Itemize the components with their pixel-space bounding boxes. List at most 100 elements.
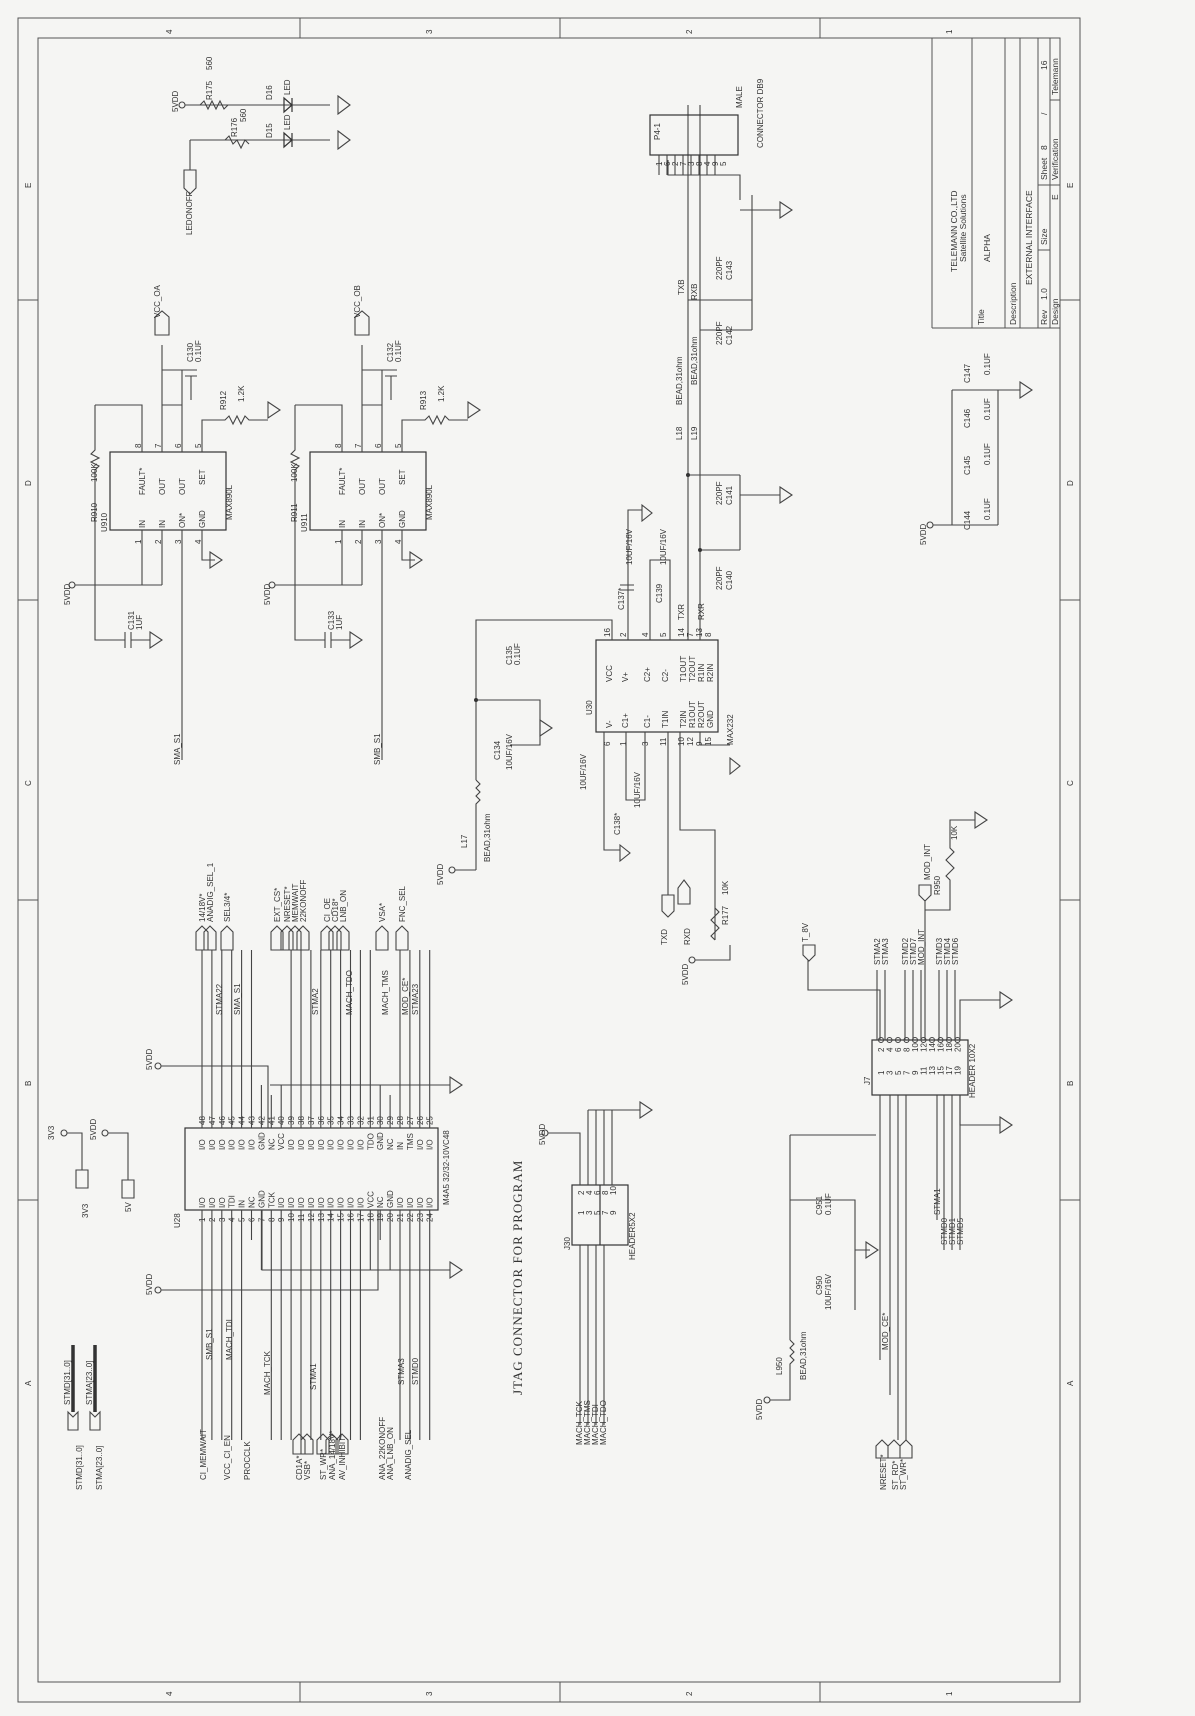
pin-name: TMS: [406, 1133, 415, 1150]
pin-name: I/O: [307, 1139, 316, 1150]
pin-name: I/O: [277, 1197, 286, 1208]
pin-name: I/O: [356, 1139, 365, 1150]
sheet-number: 8: [1039, 145, 1049, 150]
jtag-connector: JTAG CONNECTOR FOR PROGRAM J30 HEADER5X2…: [510, 1100, 653, 1445]
pin-name: I/O: [198, 1139, 207, 1150]
pin-number: 12: [686, 737, 695, 746]
pin-number: 10: [677, 737, 686, 746]
port-label: ANA_22KONOFF: [378, 1417, 387, 1480]
net-label: STMA22: [215, 983, 224, 1015]
col-label: 4: [165, 1691, 174, 1696]
row-label: A: [1066, 1380, 1075, 1386]
size-label: Size: [1039, 228, 1049, 245]
pin-name: GND: [198, 510, 207, 528]
value-label: 560: [239, 108, 248, 122]
net-label: SMA_S1: [173, 733, 182, 765]
pin-number: 3: [886, 1070, 895, 1075]
pin-name: V-: [605, 720, 614, 728]
net-label: MACH_TDI: [225, 1319, 234, 1360]
net-label: STMD6: [951, 937, 960, 965]
ref-label: C142: [725, 325, 734, 345]
value-label: 0.1UF: [983, 398, 992, 420]
sheet-frame: 4 3 2 1 4 3 2 1 E D C B A E D C B A: [17, 17, 1081, 1703]
u30-max232: U30 MAX232 VCCV-166V+C1+21C2+C1-43C2-T1I…: [436, 105, 780, 985]
value-label: 0.1UF: [513, 643, 522, 665]
row-label: D: [1066, 480, 1075, 486]
pin-number: 16: [937, 1043, 946, 1052]
ref-label: R950: [933, 875, 942, 895]
value-label: 1UF: [335, 615, 344, 630]
pin-name: I/O: [337, 1139, 346, 1150]
port-label: 5V: [124, 1202, 133, 1212]
power-symbols: 3V3 5VDD 3V3 5V: [47, 1118, 135, 1218]
ref-label: R910: [90, 502, 99, 522]
pin-number: 10: [609, 1186, 618, 1195]
port-label: MOD_INT: [923, 844, 932, 880]
decoupling-caps: 5VDD C144 0.1UF C145 0.1UF C146 0.1UF C1…: [919, 353, 1033, 545]
pin-number: 8: [334, 443, 343, 448]
net-label: MACH_TDO: [345, 970, 354, 1015]
verifier: Telemann: [1050, 58, 1060, 95]
pin-name: R2IN: [706, 664, 715, 682]
wire: [336, 925, 350, 951]
pin-number: 1: [877, 1070, 886, 1075]
pin-name: I/O: [198, 1197, 207, 1208]
col-label: 3: [425, 1691, 434, 1696]
pin-name: NC: [386, 1138, 395, 1150]
pin-number: 5: [894, 1070, 903, 1075]
pin-name: I/O: [297, 1139, 306, 1150]
pin-number: 5: [719, 161, 728, 166]
vdd-label: 5VDD: [538, 1123, 547, 1145]
pin-name: VCC: [277, 1133, 286, 1150]
wire: [75, 310, 281, 760]
pin-name: C2+: [643, 667, 652, 682]
pin-number: 7: [154, 443, 163, 448]
ref-label: C144: [963, 510, 972, 530]
vdd-label: 5VDD: [681, 963, 690, 985]
pin-name: TDI: [228, 1195, 237, 1208]
row-label: B: [1066, 1081, 1075, 1086]
value-label: 10UF/16V: [824, 1273, 833, 1310]
net-label: STMA2: [311, 988, 320, 1015]
net-label: SMB_S1: [205, 1328, 214, 1360]
value-label: 10UF/16V: [625, 528, 634, 565]
verification-label: Verification: [1050, 138, 1060, 180]
port-label: MEMWAIT: [291, 884, 300, 922]
port-label: AV_INHIBIT*: [338, 1434, 347, 1480]
bus-label: STMD[31..0]: [75, 1445, 84, 1490]
value-label: 1UF: [135, 615, 144, 630]
description-value: EXTERNAL INTERFACE: [1024, 190, 1034, 285]
ref-label: J7: [863, 1076, 872, 1085]
net-label: MACH_TMS: [381, 970, 390, 1015]
ref-label: U911: [300, 513, 309, 532]
pin-name: I/O: [317, 1197, 326, 1208]
value-label: 220PF: [715, 256, 724, 280]
vdd-label: 5VDD: [919, 523, 928, 545]
port-label: ST_RD*: [891, 1461, 900, 1490]
vdd-terminal: [68, 581, 76, 589]
net-label: RXB: [690, 284, 699, 300]
bus-label: STMA[23..0]: [95, 1446, 104, 1490]
ic-body: [109, 451, 227, 531]
port-label: VSA*: [378, 903, 387, 922]
ref-label: R911: [290, 503, 299, 522]
pin-terminal: [928, 1036, 936, 1044]
part-label: CONNECTOR DB9: [756, 78, 765, 148]
vdd-label: 5VDD: [755, 1398, 764, 1420]
pin-name: IN: [138, 520, 147, 528]
vdd-label: 5VDD: [89, 1118, 98, 1140]
value-label: 1.2K: [437, 385, 446, 402]
pin-number: 9: [695, 741, 704, 746]
pin-name: I/O: [218, 1139, 227, 1150]
port-label: RXD: [683, 928, 692, 945]
pin-name: ON*: [378, 513, 387, 528]
col-label: 2: [685, 29, 694, 34]
port-label: 14/18V*: [198, 894, 207, 922]
value-label: 10K: [950, 825, 959, 840]
row-label: A: [24, 1380, 33, 1386]
port-label: VSB*: [303, 1461, 312, 1480]
ref-label: C137*: [617, 588, 626, 610]
net-label: MACH_TDI: [591, 1404, 600, 1445]
net-label: MOD_CE*: [881, 1313, 890, 1350]
pin-name: I/O: [426, 1197, 435, 1208]
